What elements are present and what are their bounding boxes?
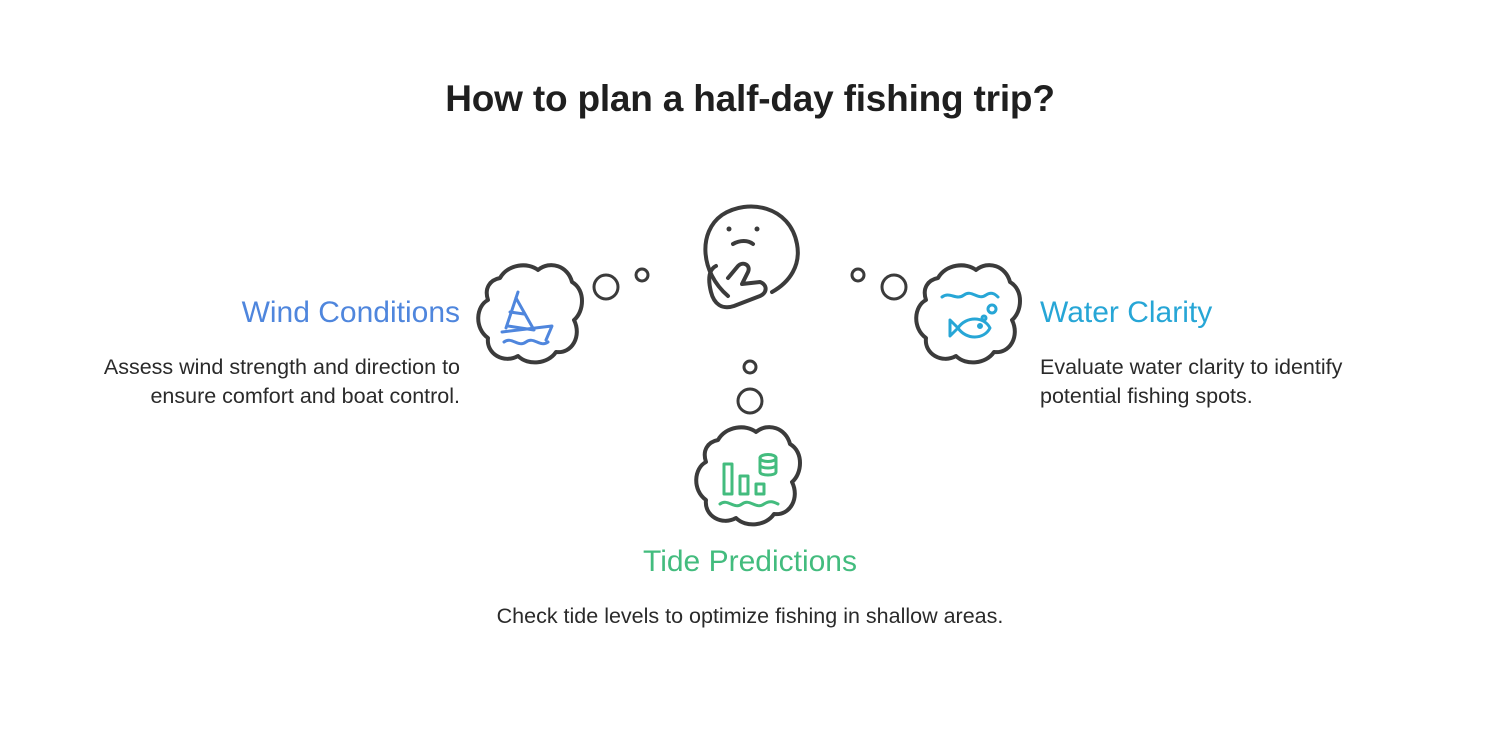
wind-cloud <box>476 263 584 365</box>
fish-icon <box>940 291 1000 339</box>
water-clarity-heading: Water Clarity <box>1040 296 1213 329</box>
tide-chart-icon <box>718 453 780 508</box>
sailboat-icon <box>500 290 554 346</box>
wind-conditions-heading: Wind Conditions <box>241 296 460 329</box>
wind-conditions-description: Assess wind strength and direction to en… <box>103 355 460 408</box>
tide-predictions-heading: Tide Predictions <box>643 545 857 578</box>
thinking-face-icon <box>703 204 800 310</box>
water-clarity-description: Evaluate water clarity to identify poten… <box>1040 355 1343 408</box>
tide-predictions-description: Check tide levels to optimize fishing in… <box>496 604 1004 628</box>
water-cloud <box>914 263 1022 365</box>
page-title: How to plan a half-day fishing trip? <box>445 78 1055 119</box>
thought-bubbles <box>592 267 908 415</box>
